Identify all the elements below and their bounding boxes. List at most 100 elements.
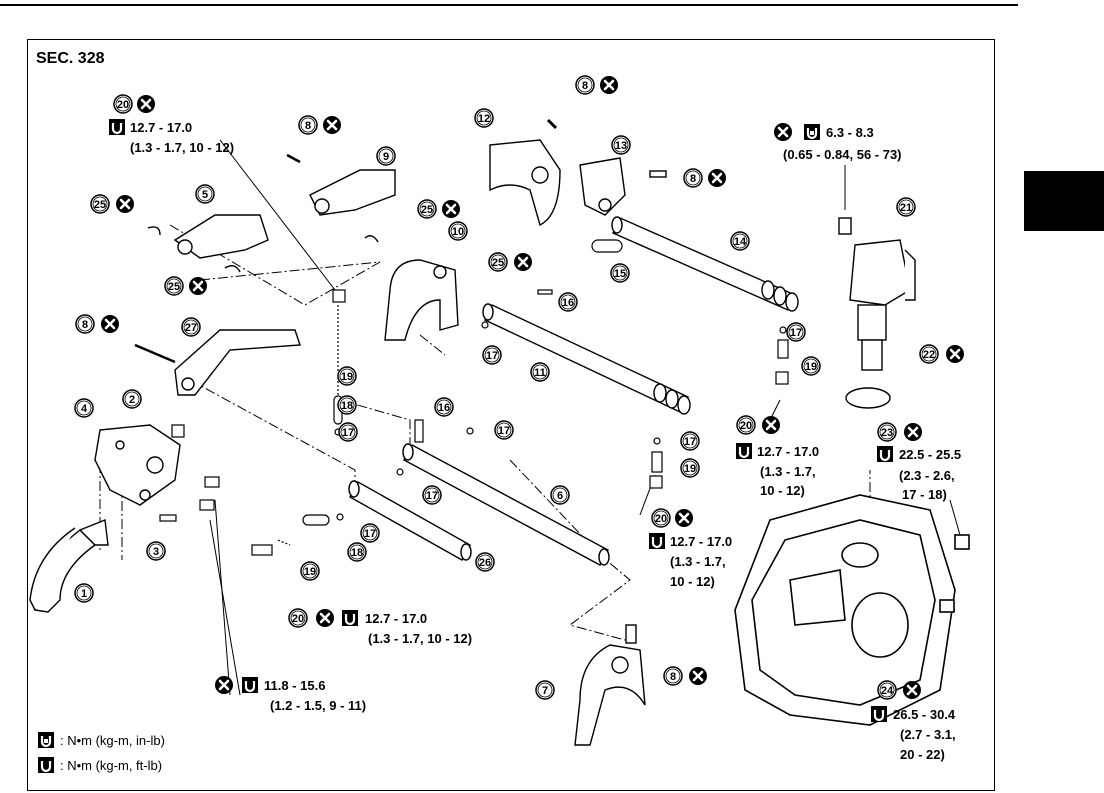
shift-lever-5 bbox=[147, 214, 269, 273]
x-circle-icon bbox=[901, 679, 923, 701]
torque-23-units-1: (2.3 - 2.6, bbox=[899, 468, 955, 483]
pin-15 bbox=[591, 239, 623, 253]
svg-text:17: 17 bbox=[684, 436, 696, 448]
svg-text:20: 20 bbox=[117, 99, 129, 111]
callout-8: 8 bbox=[298, 115, 318, 135]
x-circle-icon bbox=[187, 275, 209, 297]
callout-17: 17 bbox=[338, 422, 358, 442]
svg-text:26: 26 bbox=[479, 557, 491, 569]
svg-text:15: 15 bbox=[614, 268, 626, 280]
svg-text:7: 7 bbox=[542, 685, 548, 697]
svg-text:8: 8 bbox=[670, 671, 676, 683]
callout-19: 19 bbox=[680, 458, 700, 478]
x-circle-icon bbox=[213, 674, 235, 696]
callout-17: 17 bbox=[494, 420, 514, 440]
shift-rod-26 bbox=[348, 480, 472, 561]
svg-text:27: 27 bbox=[185, 322, 197, 334]
legend-ftlb: : N•m (kg-m, ft-lb) bbox=[38, 757, 162, 773]
callout-1: 1 bbox=[74, 583, 94, 603]
svg-text:19: 19 bbox=[304, 566, 316, 578]
torque-23-value: 22.5 - 25.5 bbox=[899, 447, 961, 462]
callout-19: 19 bbox=[801, 356, 821, 376]
diagram-frame bbox=[27, 39, 995, 791]
torque-bolts-value: 11.8 - 15.6 bbox=[264, 678, 325, 693]
shift-rod-14 bbox=[611, 216, 799, 312]
callout-7: 7 bbox=[535, 680, 555, 700]
svg-text:2: 2 bbox=[129, 394, 135, 406]
svg-text:3: 3 bbox=[153, 546, 159, 558]
torque-20-mid-value: 12.7 - 17.0 bbox=[757, 444, 819, 459]
section-tab bbox=[1024, 171, 1104, 231]
svg-text:25: 25 bbox=[94, 199, 106, 211]
callout-25: 25 bbox=[90, 194, 110, 214]
torque-23-units-2: 17 - 18) bbox=[902, 487, 947, 502]
callout-20: 20 bbox=[651, 508, 671, 528]
svg-text:12: 12 bbox=[478, 113, 490, 125]
x-circle-icon bbox=[706, 167, 728, 189]
callout-17: 17 bbox=[482, 345, 502, 365]
torque-20-mid-units-1: (1.3 - 1.7, bbox=[760, 464, 816, 479]
svg-text:4: 4 bbox=[81, 403, 88, 415]
svg-text:17: 17 bbox=[426, 490, 438, 502]
callout-2: 2 bbox=[122, 389, 142, 409]
svg-text:17: 17 bbox=[342, 427, 354, 439]
svg-text:8: 8 bbox=[305, 120, 311, 132]
svg-text:9: 9 bbox=[383, 151, 389, 163]
torque-20-low-value: 12.7 - 17.0 bbox=[670, 534, 732, 549]
svg-text:13: 13 bbox=[615, 140, 627, 152]
torque-21-value: 6.3 - 8.3 bbox=[826, 125, 874, 140]
legend-inlb-text: : N•m (kg-m, in-lb) bbox=[60, 732, 165, 748]
callout-17: 17 bbox=[422, 485, 442, 505]
svg-text:19: 19 bbox=[684, 463, 696, 475]
torque-wrench-icon bbox=[875, 444, 895, 464]
x-circle-icon bbox=[114, 193, 136, 215]
svg-text:5: 5 bbox=[202, 189, 208, 201]
callout-19: 19 bbox=[300, 561, 320, 581]
shift-fork-7 bbox=[574, 624, 646, 746]
callout-12: 12 bbox=[474, 108, 494, 128]
torque-24-units-1: (2.7 - 3.1, bbox=[900, 727, 956, 742]
x-circle-icon bbox=[598, 74, 620, 96]
torque-20-top-value: 12.7 - 17.0 bbox=[130, 120, 192, 135]
torque-20-low-units-2: 10 - 12) bbox=[670, 574, 715, 589]
shift-lever-27 bbox=[134, 329, 301, 396]
svg-text:14: 14 bbox=[734, 236, 747, 248]
x-circle-icon bbox=[512, 251, 534, 273]
svg-text:18: 18 bbox=[341, 400, 353, 412]
callout-8: 8 bbox=[683, 168, 703, 188]
svg-text:1: 1 bbox=[81, 588, 87, 600]
callout-4: 4 bbox=[74, 398, 94, 418]
svg-text:6: 6 bbox=[557, 490, 563, 502]
callout-8: 8 bbox=[75, 314, 95, 334]
svg-text:22: 22 bbox=[923, 349, 935, 361]
torque-bolts-units: (1.2 - 1.5, 9 - 11) bbox=[270, 698, 366, 713]
callout-8: 8 bbox=[663, 666, 683, 686]
torque-wrench-icon bbox=[647, 531, 667, 551]
leader-lines bbox=[209, 139, 961, 696]
callout-5: 5 bbox=[195, 184, 215, 204]
callout-8: 8 bbox=[575, 75, 595, 95]
callout-13: 13 bbox=[611, 135, 631, 155]
callout-17: 17 bbox=[680, 431, 700, 451]
callout-16: 16 bbox=[558, 292, 578, 312]
torque-wrench-icon bbox=[107, 117, 127, 137]
x-circle-icon bbox=[687, 665, 709, 687]
callout-21: 21 bbox=[896, 197, 916, 217]
x-circle-icon bbox=[760, 414, 782, 436]
header-rule bbox=[0, 4, 1018, 6]
callout-15: 15 bbox=[610, 263, 630, 283]
callout-27: 27 bbox=[181, 317, 201, 337]
svg-text:19: 19 bbox=[805, 361, 817, 373]
svg-text:17: 17 bbox=[486, 350, 498, 362]
torque-wrench-icon bbox=[734, 441, 754, 461]
torque-wrench-icon bbox=[240, 675, 260, 695]
svg-text:16: 16 bbox=[562, 297, 574, 309]
callout-20: 20 bbox=[736, 415, 756, 435]
svg-text:20: 20 bbox=[655, 513, 667, 525]
svg-text:25: 25 bbox=[421, 204, 433, 216]
shift-fork-1 bbox=[29, 519, 109, 613]
svg-text:17: 17 bbox=[364, 528, 376, 540]
callout-25: 25 bbox=[488, 252, 508, 272]
callout-18: 18 bbox=[337, 395, 357, 415]
